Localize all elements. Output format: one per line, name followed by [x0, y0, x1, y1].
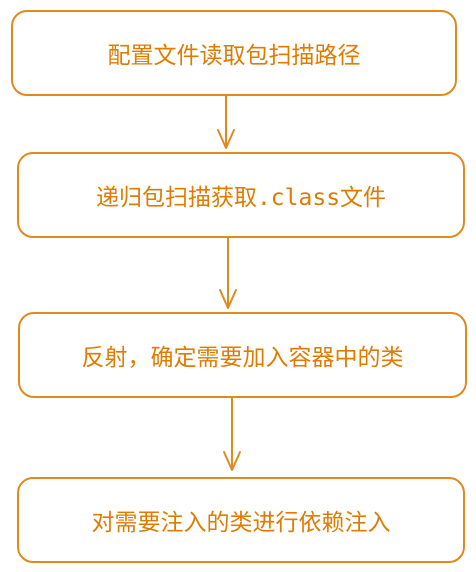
step-4-text: 对需要注入的类进行依赖注入 [91, 510, 391, 536]
step-2-text-end: 文件 [340, 185, 387, 211]
step-2-text: 递归包扫描获取.class文件 [96, 178, 386, 212]
step-2-code-ext: .class [256, 185, 341, 211]
step-3-text: 反射，确定需要加入容器中的类 [81, 345, 404, 371]
step-box-2: 递归包扫描获取.class文件 [17, 152, 465, 238]
step-2-text-start: 递归包扫描获取 [95, 185, 257, 211]
step-box-3: 反射，确定需要加入容器中的类 [18, 312, 467, 398]
arrow-3-to-4 [223, 397, 241, 471]
step-box-4: 对需要注入的类进行依赖注入 [17, 477, 465, 563]
arrow-1-to-2 [217, 95, 235, 149]
arrow-2-to-3 [219, 235, 237, 309]
step-1-text: 配置文件读取包扫描路径 [107, 43, 361, 69]
step-box-1: 配置文件读取包扫描路径 [11, 10, 457, 96]
